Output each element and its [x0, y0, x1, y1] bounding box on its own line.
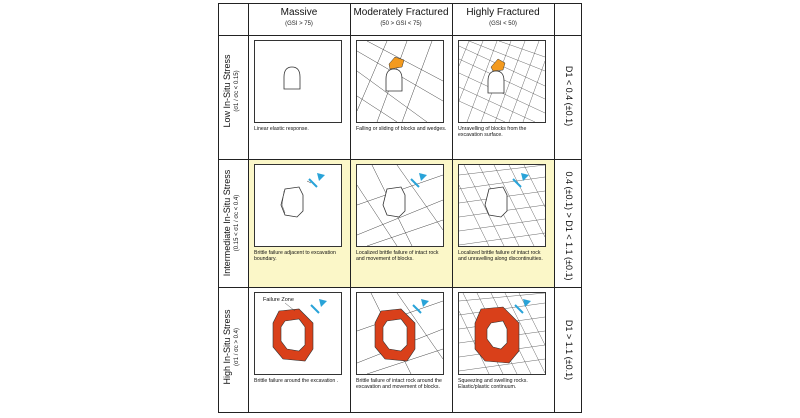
header-moderately-fractured: Moderately Fractured (50 > GSI < 75) — [353, 7, 449, 27]
failure-zone-label: Failure Zone — [263, 297, 294, 303]
excavation-outline — [382, 318, 408, 352]
excavation-outline — [484, 186, 508, 218]
grid-line — [581, 3, 582, 413]
grid-line — [218, 412, 582, 413]
stress-arrow-icon — [512, 173, 529, 188]
excavation-outline — [280, 186, 304, 218]
cell-high-moderate: Brittle failure of intact rock around th… — [350, 287, 452, 413]
diagram-panel: Failure Zone — [254, 292, 342, 375]
grid-line — [218, 35, 582, 36]
cell-high-massive: Failure Zone Brittle failure around the … — [248, 287, 350, 413]
excavation-outline — [382, 186, 406, 218]
grid-line — [218, 287, 582, 288]
cell-low-moderate: Falling or sliding of blocks and wedges. — [350, 35, 452, 159]
joint-set — [459, 41, 545, 122]
cell-high-highly: Squeezing and swelling rocks. Elastic/pl… — [452, 287, 554, 413]
excavation-outline — [283, 66, 301, 90]
header-highly-fractured: Highly Fractured (GSI < 50) — [466, 7, 540, 27]
diagram-panel — [458, 164, 546, 247]
diagram-panel — [254, 164, 342, 247]
diagram-panel — [458, 40, 546, 123]
cell-intermediate-massive: Brittle failure adjacent to excavation b… — [248, 159, 350, 287]
stress-arrow-icon — [310, 299, 327, 314]
excavation-outline — [486, 320, 508, 350]
comparison-table: Massive (GSI > 75) Moderately Fractured … — [218, 3, 582, 413]
diagram-panel — [356, 164, 444, 247]
diagram-panel — [356, 40, 444, 123]
diagram-panel — [356, 292, 444, 375]
grid-line — [248, 3, 249, 413]
cell-intermediate-highly: Localized brittle failure of intact rock… — [452, 159, 554, 287]
unravelled-block — [490, 58, 506, 72]
cell-intermediate-moderate: Localized brittle failure of intact rock… — [350, 159, 452, 287]
cell-low-highly: Unravelling of blocks from the excavatio… — [452, 35, 554, 159]
wedge-block — [388, 56, 405, 70]
grid-line — [452, 3, 453, 413]
stress-arrow-icon — [306, 173, 325, 188]
stress-arrow-icon — [410, 173, 427, 188]
stress-arrow-icon — [412, 299, 429, 314]
grid-line — [350, 3, 351, 413]
excavation-outline — [280, 318, 306, 352]
joint-set — [357, 165, 443, 246]
excavation-outline — [385, 68, 403, 92]
cell-low-massive: Linear elastic response. — [248, 35, 350, 159]
grid-line — [218, 3, 219, 413]
grid-line — [218, 159, 582, 160]
grid-line — [218, 3, 582, 4]
excavation-outline — [487, 70, 505, 94]
stress-arrow-icon — [514, 299, 531, 314]
header-massive: Massive (GSI > 75) — [280, 7, 318, 27]
diagram-panel — [254, 40, 342, 123]
diagram-panel — [458, 292, 546, 375]
grid-line — [554, 3, 555, 413]
